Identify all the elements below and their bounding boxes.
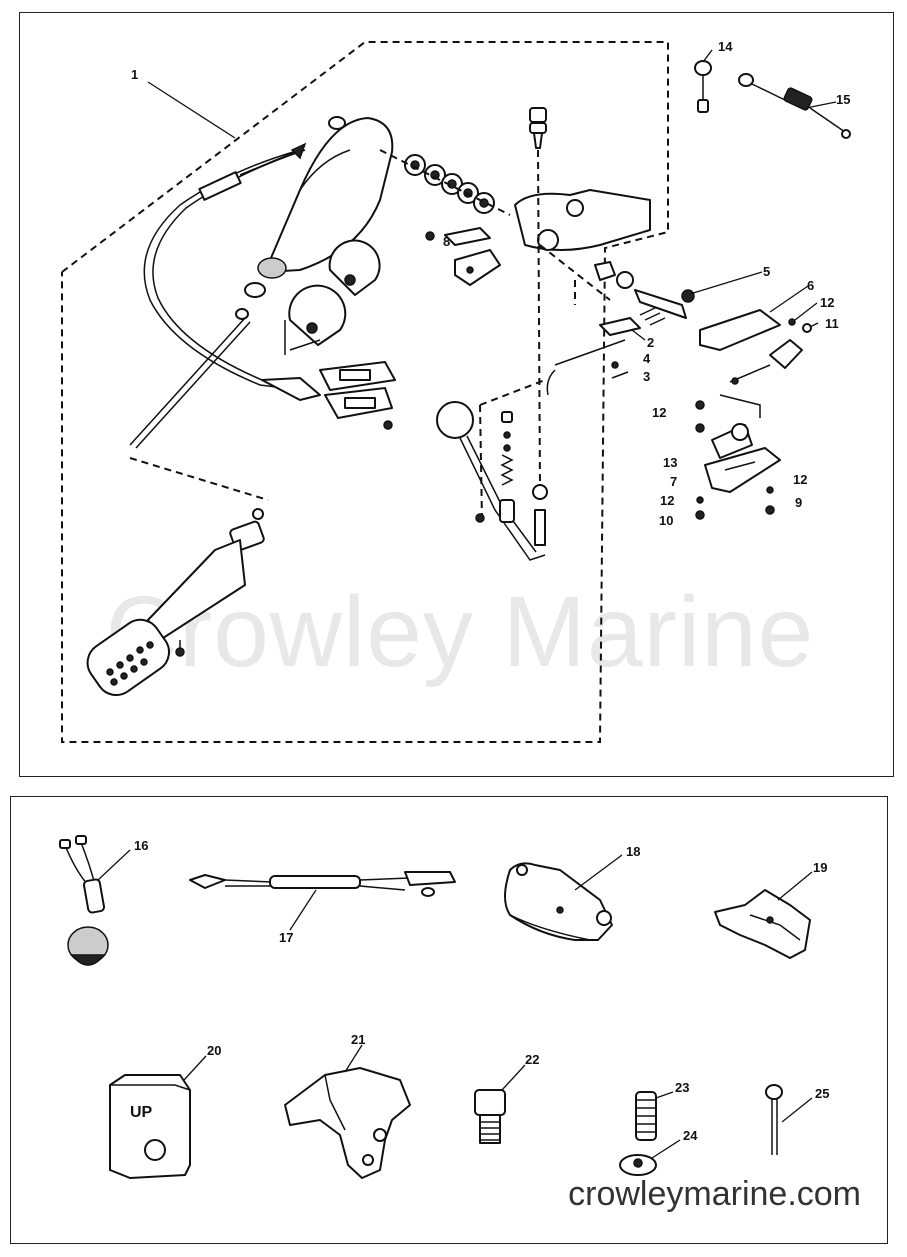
callout-22: 22 <box>525 1052 539 1067</box>
site-url[interactable]: crowleymarine.com <box>568 1175 861 1213</box>
bullet-connector[interactable] <box>694 60 712 113</box>
part-23-setscrew[interactable] <box>635 1091 674 1141</box>
callout-1: 1 <box>131 67 138 82</box>
callout-3: 3 <box>643 369 650 384</box>
callout-2: 2 <box>647 335 654 350</box>
part-19-plate[interactable] <box>714 871 813 959</box>
throttle-cable[interactable] <box>143 142 321 401</box>
callout-18: 18 <box>626 844 640 859</box>
assembly-boundary <box>61 41 669 743</box>
callout-10: 10 <box>659 513 673 528</box>
callout-20: 20 <box>207 1043 221 1058</box>
callout-25: 25 <box>815 1086 829 1101</box>
washer-stack[interactable] <box>379 149 511 216</box>
callout-12a: 12 <box>820 295 834 310</box>
callout-7: 7 <box>670 474 677 489</box>
part-22-bolt[interactable] <box>474 1064 526 1144</box>
callout-19: 19 <box>813 860 827 875</box>
cam-disc[interactable] <box>284 239 381 355</box>
lever-plate[interactable] <box>319 361 396 430</box>
callout-23: 23 <box>675 1080 689 1095</box>
callout-8: 8 <box>443 234 450 249</box>
bolt[interactable] <box>574 261 695 319</box>
callout-12d: 12 <box>660 493 674 508</box>
callout-13: 13 <box>663 455 677 470</box>
callout-24: 24 <box>683 1128 698 1143</box>
shift-lever-knob[interactable] <box>436 379 546 561</box>
callout-6: 6 <box>807 278 814 293</box>
callout-14: 14 <box>718 39 733 54</box>
callout-15: 15 <box>836 92 850 107</box>
leader-lines <box>147 49 837 341</box>
throttle-grip[interactable] <box>80 508 265 703</box>
callout-11: 11 <box>825 316 839 331</box>
cover-plate[interactable] <box>699 309 812 351</box>
callout-12b: 12 <box>652 405 666 420</box>
shift-rod[interactable] <box>129 308 251 449</box>
shift-lever[interactable] <box>546 307 666 396</box>
callout-5: 5 <box>763 264 770 279</box>
callout-4: 4 <box>643 351 651 366</box>
callout-17: 17 <box>279 930 293 945</box>
callout-labels-bottom: 16 17 18 19 20 21 22 23 24 25 <box>134 838 829 1143</box>
part-25-cotter-pin[interactable] <box>765 1084 813 1155</box>
part-17-harness[interactable] <box>189 871 456 931</box>
wire-lead[interactable] <box>738 73 851 139</box>
callout-12c: 12 <box>793 472 807 487</box>
detent-bracket[interactable] <box>425 227 501 286</box>
part-20-bracket-up[interactable]: UP <box>109 1055 207 1179</box>
detent-spring[interactable] <box>499 411 548 546</box>
screw-stack[interactable] <box>529 107 547 491</box>
part-18-cam[interactable] <box>504 854 623 941</box>
callout-21: 21 <box>351 1032 365 1047</box>
part-21-lever[interactable] <box>284 1044 411 1179</box>
callout-16: 16 <box>134 838 148 853</box>
part-24-nut[interactable] <box>619 1139 681 1176</box>
up-stamp: UP <box>130 1104 153 1121</box>
neutral-switch[interactable] <box>695 339 803 520</box>
part-16-switch[interactable] <box>59 835 131 966</box>
callout-9: 9 <box>795 495 802 510</box>
callout-labels: 1 2 3 4 5 6 7 8 9 10 11 12 12 12 12 13 1… <box>131 39 850 528</box>
housing-bracket[interactable] <box>514 189 651 301</box>
